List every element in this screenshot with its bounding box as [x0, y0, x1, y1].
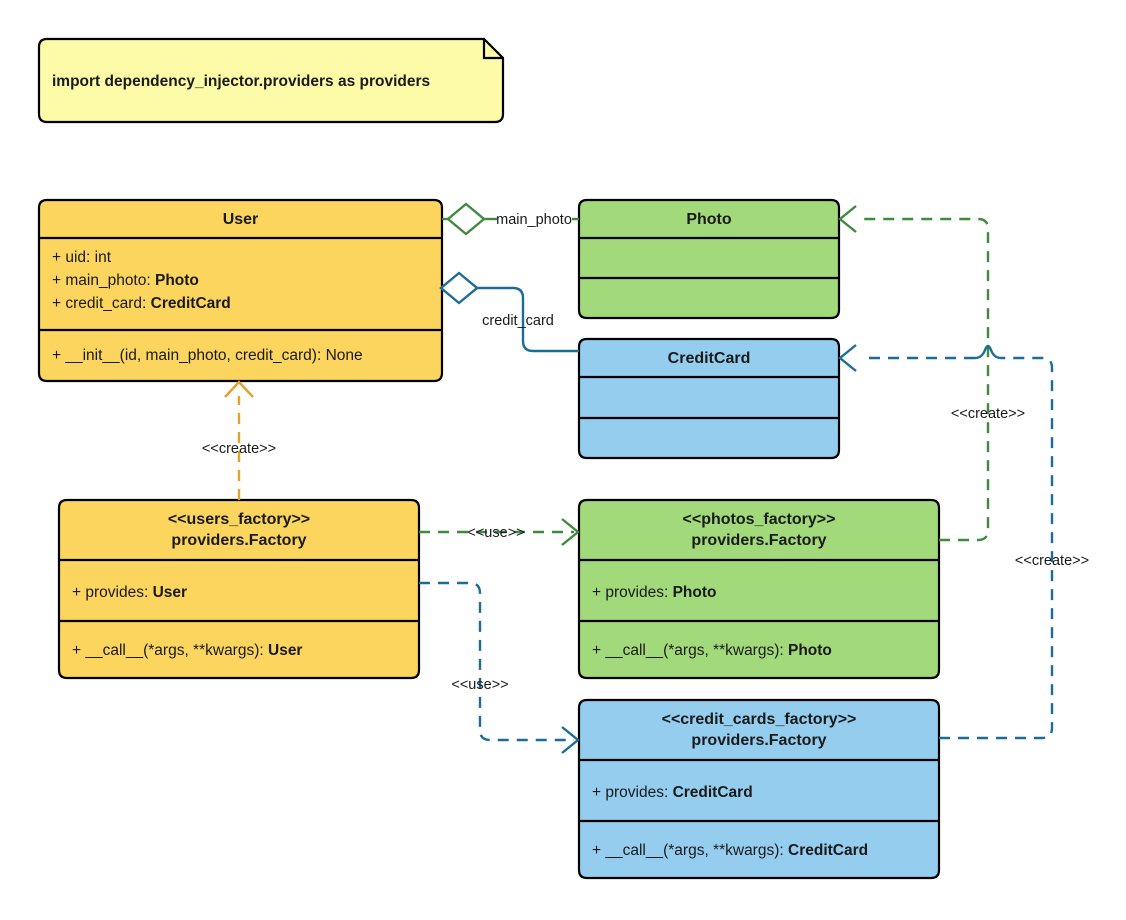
open-arrowhead-icon-create-photo: [838, 205, 857, 233]
credit-card-elbow-line: [477, 286, 579, 353]
users-factory-stereotype: <<users_factory>>: [168, 511, 310, 528]
note-fold-icon: [482, 39, 503, 60]
photos-factory-body: [577, 498, 941, 680]
class-box-user[interactable]: User + uid: int + main_photo: Photo + cr…: [37, 198, 444, 383]
edge-label-use-credit-cards: <<use>>: [451, 677, 508, 693]
credit-cards-factory-method-0: + __call__(*args, **kwargs): CreditCard: [592, 842, 868, 859]
edge-label-create-photo: <<create>>: [951, 406, 1025, 422]
photos-factory-stereotype: <<photos_factory>>: [683, 511, 836, 528]
edge-label-credit-card: credit_card: [482, 313, 554, 329]
edge-label-create-credit-card: <<create>>: [1015, 553, 1089, 569]
users-factory-attribute-0: + provides: User: [72, 584, 187, 601]
edge-label-use-photos: <<use>>: [467, 525, 524, 541]
photos-factory-method-0: + __call__(*args, **kwargs): Photo: [592, 642, 832, 659]
credit-card-title: CreditCard: [668, 350, 751, 367]
user-attribute-2: + credit_card: CreditCard: [52, 295, 231, 312]
user-attribute-0: + uid: int: [52, 249, 112, 266]
open-arrowhead-icon-use-photos: [561, 518, 580, 546]
class-box-credit-card[interactable]: CreditCard: [577, 337, 841, 460]
edge-credit-cards-factory-create-credit-card[interactable]: <<create>>: [838, 344, 1089, 740]
photos-factory-attribute-0: + provides: Photo: [592, 584, 716, 601]
import-note[interactable]: import dependency_injector.providers as …: [37, 37, 505, 124]
class-box-users-factory[interactable]: <<users_factory>> providers.Factory + pr…: [57, 498, 421, 680]
user-body: [37, 198, 444, 383]
edge-users-factory-create-user[interactable]: <<create>>: [202, 380, 276, 500]
users-factory-body: [57, 498, 421, 680]
edge-label-create-user: <<create>>: [202, 441, 276, 457]
open-arrowhead-icon-use-credit-cards: [561, 726, 580, 754]
users-factory-method-0: + __call__(*args, **kwargs): User: [72, 642, 302, 659]
edge-user-main-photo[interactable]: main_photo: [442, 202, 579, 236]
user-title: User: [223, 211, 259, 228]
photos-factory-title: providers.Factory: [691, 532, 826, 549]
user-attribute-1: + main_photo: Photo: [52, 272, 199, 289]
edge-users-factory-use-credit-cards-factory[interactable]: <<use>>: [419, 581, 580, 754]
edge-label-main-photo: main_photo: [496, 212, 572, 228]
credit-cards-factory-stereotype: <<credit_cards_factory>>: [662, 711, 857, 728]
note-body: [37, 37, 505, 124]
class-box-credit-cards-factory[interactable]: <<credit_cards_factory>> providers.Facto…: [577, 698, 941, 880]
line-hop-icon-credit-card: [974, 344, 1002, 360]
edge-users-factory-use-photos-factory[interactable]: <<use>>: [419, 518, 580, 546]
class-box-photos-factory[interactable]: <<photos_factory>> providers.Factory + p…: [577, 498, 941, 680]
open-arrowhead-icon-create-user: [224, 380, 254, 398]
class-box-photo[interactable]: Photo: [577, 198, 841, 320]
create-photo-line: [862, 217, 990, 542]
photo-body: [577, 198, 841, 320]
note-label: import dependency_injector.providers as …: [52, 73, 430, 90]
credit-card-body: [577, 337, 841, 460]
aggregation-diamond-icon-credit-card: [439, 271, 479, 305]
credit-cards-factory-title: providers.Factory: [691, 732, 826, 749]
aggregation-diamond-icon-main-photo: [446, 202, 486, 236]
users-factory-title: providers.Factory: [171, 532, 306, 549]
open-arrowhead-icon-create-credit-card: [838, 344, 857, 372]
credit-cards-factory-attribute-0: + provides: CreditCard: [592, 784, 753, 801]
user-method-0: + __init__(id, main_photo, credit_card):…: [52, 347, 363, 364]
edge-user-credit-card[interactable]: credit_card: [439, 271, 579, 353]
use-credit-cards-line: [419, 581, 574, 742]
photo-title: Photo: [686, 211, 732, 228]
credit-cards-factory-body: [577, 698, 941, 880]
edge-photos-factory-create-photo[interactable]: <<create>>: [838, 205, 1025, 542]
